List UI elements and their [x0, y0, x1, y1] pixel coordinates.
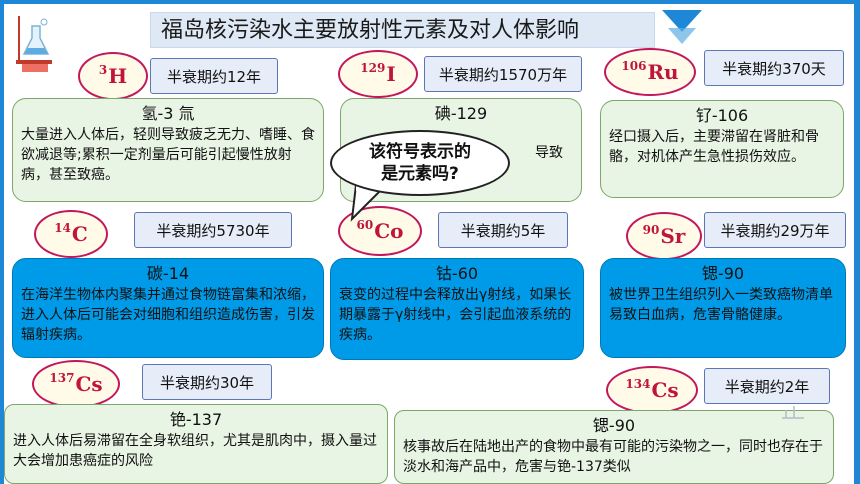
half-life-cs137: 半衰期约30年	[142, 364, 272, 400]
half-life-h3: 半衰期约12年	[150, 58, 278, 94]
card-ru106-name: 钌-106	[695, 106, 749, 125]
card-h3-desc: 大量进入人体后，轻则导致疲乏无力、嗜睡、食欲减退等;累积一定剂量后可能引起慢性放…	[21, 127, 315, 183]
card-c14-name: 碳-14	[146, 264, 190, 283]
card-co60-desc: 衰变的过程中会释放出γ射线，如果长期暴露于γ射线中，会引起血液系统的疾病。	[339, 287, 572, 343]
chevron-down-icon	[662, 10, 702, 44]
card-cs137-name: 铯-137	[169, 410, 223, 429]
flask-icon	[16, 16, 52, 72]
card-i129-desc: 导致	[535, 145, 563, 161]
card-ru106: 钌-106 经口摄入后，主要滞留在肾脏和骨骼，对机体产生急性损伤效应。	[600, 100, 844, 198]
card-co60-name: 钴-60	[435, 264, 479, 283]
left-border	[0, 0, 4, 484]
card-cs134-name: 锶-90	[592, 416, 636, 435]
card-cs137-desc: 进入人体后易滞留在全身软组织，尤其是肌肉中，摄入量过大会增加患癌症的风险	[13, 433, 377, 469]
card-sr90-desc: 被世界卫生组织列入一类致癌物清单易致白血病，危害骨骼健康。	[609, 287, 833, 323]
half-life-i129: 半衰期约1570万年	[424, 56, 582, 92]
card-cs137: 铯-137 进入人体后易滞留在全身软组织，尤其是肌肉中，摄入量过大会增加患癌症的…	[4, 404, 388, 484]
bubble-line-2: 是元素吗?	[381, 164, 459, 184]
card-ru106-desc: 经口摄入后，主要滞留在肾脏和骨骼，对机体产生急性损伤效应。	[609, 129, 819, 165]
card-h3-name: 氢-3 氚	[141, 104, 195, 123]
half-life-ru106: 半衰期约370天	[704, 50, 844, 86]
half-life-c14: 半衰期约5730年	[134, 212, 292, 248]
card-c14: 碳-14 在海洋生物体内聚集并通过食物链富集和浓缩，进入人体后可能会对细胞和组织…	[12, 258, 324, 358]
top-border	[0, 0, 860, 4]
half-life-cs134: 半衰期约2年	[704, 368, 830, 404]
card-sr90: 锶-90 被世界卫生组织列入一类致癌物清单易致白血病，危害骨骼健康。	[600, 258, 846, 358]
card-c14-desc: 在海洋生物体内聚集并通过食物链富集和浓缩，进入人体后可能会对细胞和组织造成伤害，…	[21, 287, 315, 343]
card-sr90-name: 锶-90	[701, 264, 745, 283]
bubble-line-1: 该符号表示的	[369, 142, 471, 162]
right-border	[854, 0, 860, 484]
card-cs134: 锶-90 核事故后在陆地出产的食物中最有可能的污染物之一，同时也存在于淡水和海产…	[394, 410, 834, 484]
half-life-co60: 半衰期约5年	[438, 212, 568, 248]
card-h3: 氢-3 氚 大量进入人体后，轻则导致疲乏无力、嗜睡、食欲减退等;累积一定剂量后可…	[12, 98, 324, 202]
card-co60: 钴-60 衰变的过程中会释放出γ射线，如果长期暴露于γ射线中，会引起血液系统的疾…	[330, 258, 584, 360]
page-title: 福岛核污染水主要放射性元素及对人体影响	[150, 12, 655, 48]
speech-bubble: 该符号表示的 是元素吗?	[330, 130, 510, 196]
decoration-icon	[782, 406, 804, 419]
half-life-sr90: 半衰期约29万年	[704, 212, 846, 248]
card-i129-name: 碘-129	[434, 104, 488, 123]
card-cs134-desc: 核事故后在陆地出产的食物中最有可能的污染物之一，同时也存在于淡水和海产品中，危害…	[403, 439, 823, 475]
